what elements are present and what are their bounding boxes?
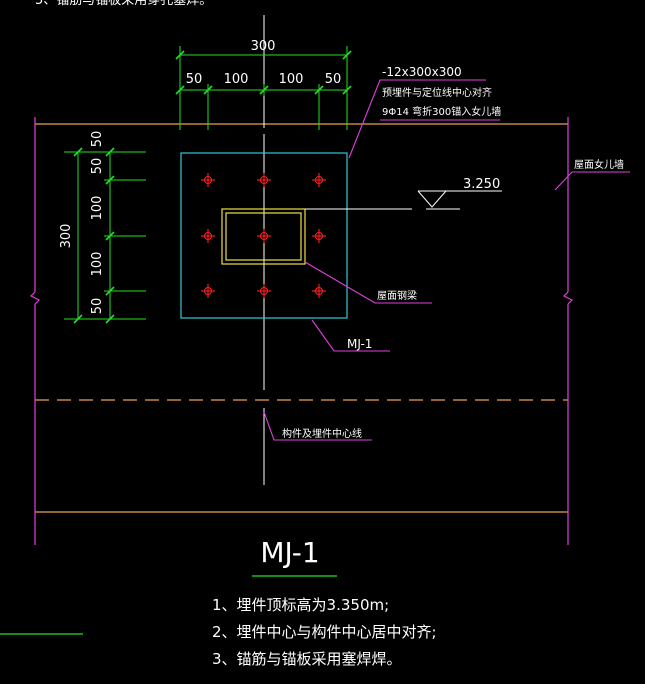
wall-outline (35, 123, 568, 513)
left-dimension (64, 147, 146, 324)
top-dim-total: 300 (251, 39, 276, 54)
left-dim-seg-2: 50 (90, 158, 105, 175)
anchor-bar (312, 229, 326, 243)
elevation-value: 3.250 (463, 177, 500, 192)
leaders (263, 79, 630, 441)
note-3: 3、锚筋与锚板采用塞焊焊。 (212, 650, 402, 668)
note-1: 1、埋件顶标高为3.350m; (212, 596, 389, 614)
plate-spec: -12x300x300 (382, 65, 462, 79)
roof-beam-section[interactable] (221, 208, 306, 265)
wall-edges (29, 117, 574, 545)
left-dim-total: 300 (59, 224, 74, 249)
note-align: 预埋件与定位线中心对齐 (382, 86, 492, 99)
anchor-bar (312, 284, 326, 298)
anchor-bar (201, 173, 215, 187)
centerline-label: 构件及埋件中心线 (282, 427, 362, 440)
header-fragment: 5、锚筋与锚板采用穿孔塞焊。 (35, 0, 212, 8)
top-dim-seg-1: 50 (186, 72, 203, 87)
left-dim-seg-5: 50 (90, 298, 105, 315)
anchor-bar (201, 229, 215, 243)
anchor-bar (257, 173, 271, 187)
roof-beam-label: 屋面钢梁 (377, 289, 417, 302)
left-dim-seg-3: 100 (90, 196, 105, 221)
top-dim-seg-2: 100 (224, 72, 249, 87)
anchor-bar (312, 173, 326, 187)
top-dim-seg-3: 100 (279, 72, 304, 87)
note-anchor: 9Φ14 弯折300锚入女儿墙 (382, 105, 501, 118)
left-dim-seg-1: 50 (90, 131, 105, 148)
plate-tag: MJ-1 (347, 337, 372, 351)
anchor-bars (201, 173, 326, 298)
top-dim-seg-4: 50 (325, 72, 342, 87)
left-dim-seg-4: 100 (90, 252, 105, 277)
parapet-label: 屋面女儿墙 (574, 158, 624, 171)
note-2: 2、埋件中心与构件中心居中对齐; (212, 623, 437, 641)
anchor-bar (257, 229, 271, 243)
elevation-mark (305, 190, 502, 210)
embedded-plate[interactable] (180, 152, 348, 319)
top-dimension (175, 46, 352, 130)
anchor-bar (257, 284, 271, 298)
drawing-title: MJ-1 (260, 536, 319, 569)
anchor-bar (201, 284, 215, 298)
